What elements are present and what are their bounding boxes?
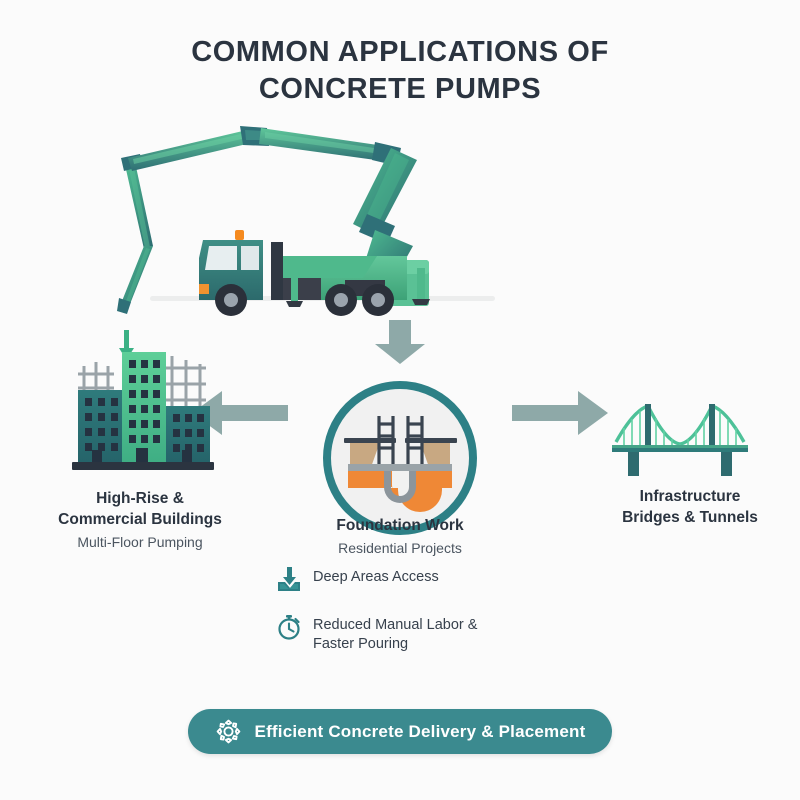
- bridge-tower-left: [645, 404, 651, 448]
- stopwatch-icon: [278, 615, 300, 640]
- building-windows: [85, 360, 204, 452]
- arrow-into-tray-icon: [278, 567, 300, 591]
- outriggers: [291, 268, 425, 304]
- headlight: [199, 284, 209, 294]
- building-base: [72, 462, 214, 470]
- center-node-label: Foundation Work Residential Projects: [280, 516, 520, 558]
- benefits-list: Deep Areas Access Reduced Manual Labor &…: [276, 565, 536, 675]
- right-node-label: Infrastructure Bridges & Tunnels: [576, 487, 800, 529]
- bullet-2-line-2: Faster Pouring: [313, 636, 409, 653]
- truck-wheels: [215, 284, 394, 316]
- arrow-down-to-center: [375, 320, 425, 364]
- right-heading-line-2: Bridges & Tunnels: [622, 508, 758, 526]
- list-item: Deep Areas Access: [276, 565, 536, 593]
- title-line-2: CONCRETE PUMPS: [258, 72, 542, 105]
- page-title: COMMON APPLICATIONS OF CONCRETE PUMPS: [0, 34, 800, 107]
- foundation-rebar-icon: [344, 416, 457, 512]
- left-subtitle: Multi-Floor Pumping: [77, 533, 203, 550]
- circle-ring: [323, 381, 477, 535]
- hopper-post: [271, 242, 283, 300]
- title-line-1: COMMON APPLICATIONS OF: [191, 36, 609, 68]
- foundation-work-circle: [323, 381, 477, 535]
- bullet-1-line-1: Deep Areas Access: [313, 569, 439, 585]
- arrow-left-to-buildings: [192, 391, 288, 435]
- bullet-2-line-1: Reduced Manual Labor &: [313, 617, 478, 633]
- cab-window: [205, 246, 237, 270]
- left-node-label: High-Rise & Commercial Buildings Multi-F…: [12, 489, 268, 552]
- left-heading-line-2: Commercial Buildings: [58, 510, 222, 528]
- left-heading-line-1: High-Rise &: [96, 490, 184, 507]
- summary-banner[interactable]: Efficient Concrete Delivery & Placement: [188, 709, 612, 754]
- bridge-pier-left: [628, 452, 639, 476]
- bridge-suspenders: [623, 411, 737, 445]
- banner-label: Efficient Concrete Delivery & Placement: [254, 721, 586, 741]
- bridge-pier-right: [721, 452, 732, 476]
- arrow-right-to-bridge: [512, 391, 608, 435]
- concrete-pump-truck-illustration: [117, 126, 495, 316]
- right-heading-line-1: Infrastructure: [639, 488, 741, 505]
- bridge-deck: [612, 445, 748, 452]
- center-subtitle: Residential Projects: [338, 539, 462, 556]
- beacon-light: [235, 230, 244, 240]
- bridge-tower-right: [709, 404, 715, 448]
- center-heading: Foundation Work: [336, 517, 464, 534]
- list-item: Reduced Manual Labor & Faster Pouring: [276, 613, 536, 655]
- high-rise-buildings-icon: [72, 330, 214, 470]
- gear-icon: [216, 719, 240, 744]
- suspension-bridge-icon: [612, 404, 748, 476]
